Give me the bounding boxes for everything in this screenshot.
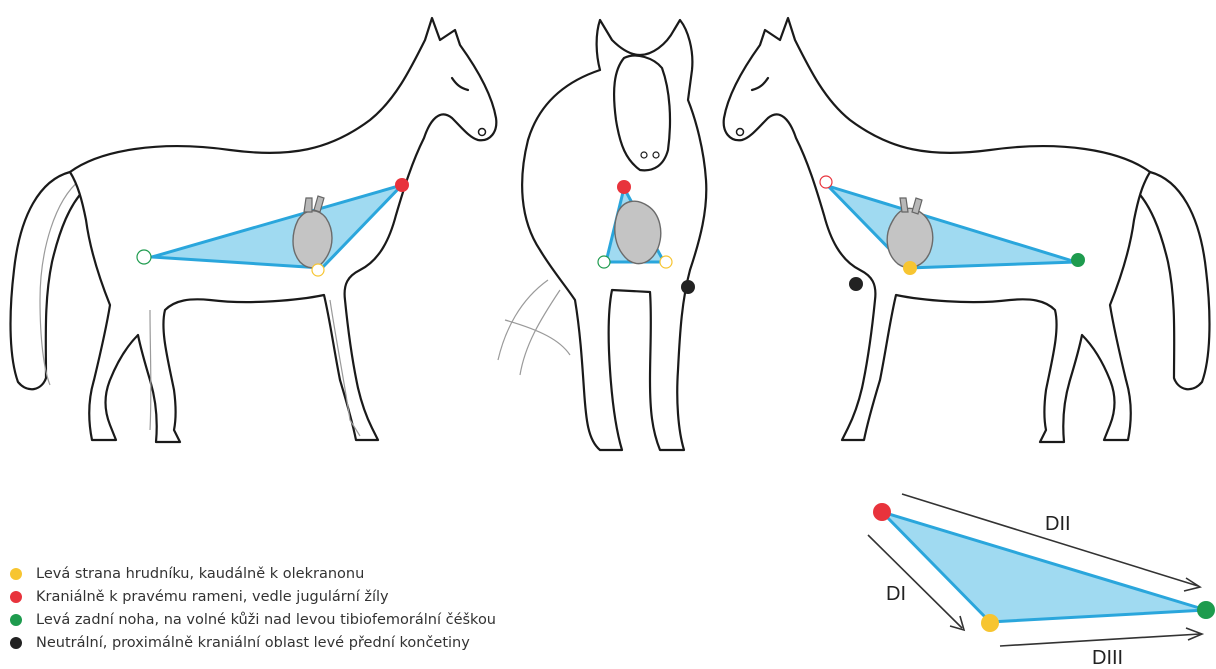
legend-text-black: Neutrální, proximálně kraniální oblast l…: [36, 635, 470, 651]
horse-right-view: [724, 18, 1210, 442]
triangle-electrode-red: [873, 503, 891, 521]
yellow-dot-icon: [10, 568, 22, 580]
electrode-yellow-left: [312, 264, 324, 276]
electrode-legend: Levá strana hrudníku, kaudálně k olekran…: [10, 562, 690, 654]
electrode-yellow-front: [660, 256, 672, 268]
red-dot-icon: [10, 591, 22, 603]
lead-label-d2: DII: [1045, 513, 1071, 535]
legend-text-red: Kraniálně k pravému rameni, vedle jugulá…: [36, 589, 389, 605]
legend-text-yellow: Levá strana hrudníku, kaudálně k olekran…: [36, 566, 364, 582]
green-dot-icon: [10, 614, 22, 626]
electrode-green-front: [598, 256, 610, 268]
electrode-red-front: [617, 180, 631, 194]
triangle-electrode-green: [1197, 601, 1215, 619]
electrode-black-right: [849, 277, 863, 291]
electrode-red-right: [820, 176, 832, 188]
electrode-black-front: [681, 280, 695, 294]
legend-item-black: Neutrální, proximálně kraniální oblast l…: [10, 631, 690, 654]
electrode-yellow-right: [903, 261, 917, 275]
legend-item-yellow: Levá strana hrudníku, kaudálně k olekran…: [10, 562, 690, 585]
legend-item-green: Levá zadní noha, na volné kůži nad levou…: [10, 608, 690, 631]
triangle-electrode-yellow: [981, 614, 999, 632]
electrode-green-left: [137, 250, 151, 264]
legend-item-red: Kraniálně k pravému rameni, vedle jugulá…: [10, 585, 690, 608]
black-dot-icon: [10, 637, 22, 649]
horse-left-view: [11, 18, 497, 442]
electrode-red-left: [395, 178, 409, 192]
lead-label-d1: DI: [886, 583, 906, 605]
electrode-green-right: [1071, 253, 1085, 267]
horse-front-view: [498, 20, 706, 450]
lead-label-d3: DIII: [1092, 647, 1123, 669]
legend-text-green: Levá zadní noha, na volné kůži nad levou…: [36, 612, 496, 628]
einthoven-triangle: DII DI DIII: [868, 494, 1215, 669]
heart-illustration-front: [615, 201, 661, 263]
